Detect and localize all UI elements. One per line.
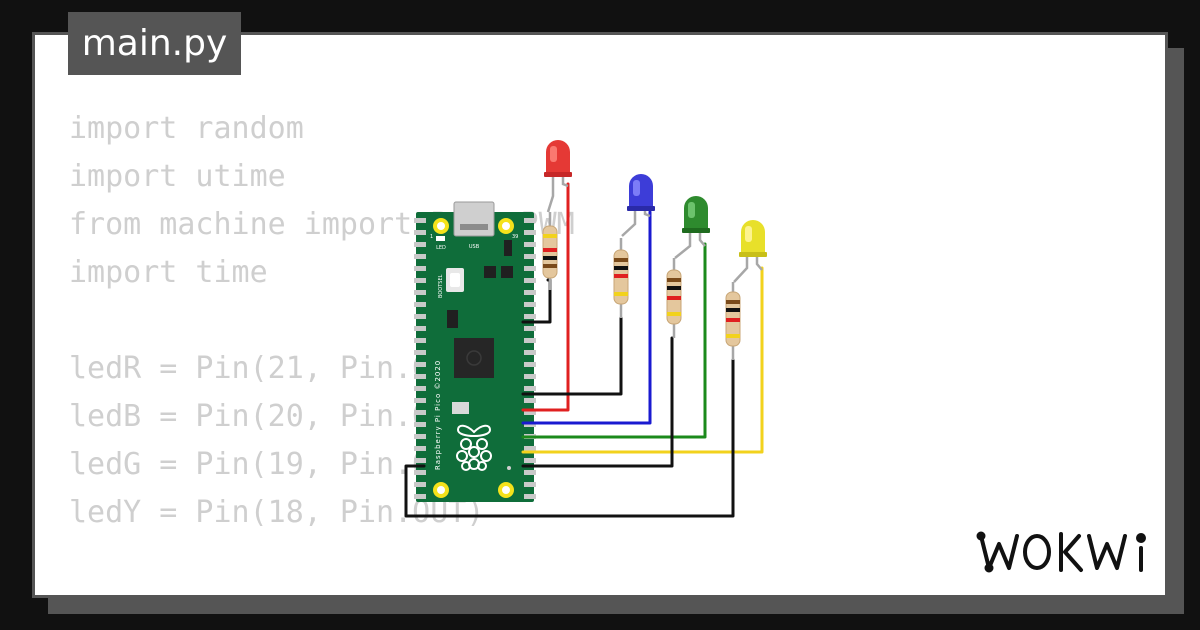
resistor-blue-led bbox=[613, 238, 629, 318]
wire-blue bbox=[521, 210, 652, 425]
raspberry-pi-logo-icon bbox=[456, 424, 492, 471]
chip bbox=[501, 266, 513, 278]
pin-label-1: 1 bbox=[430, 234, 433, 240]
right-pin-header bbox=[524, 218, 536, 499]
onboard-led bbox=[436, 236, 445, 241]
bootsel-label: BOOTSEL bbox=[438, 274, 444, 298]
file-tab-main-py: main.py bbox=[68, 12, 241, 75]
resistor-red-led bbox=[542, 212, 558, 290]
wires bbox=[404, 182, 764, 518]
pico-board: USB LED 1 2 39 BOOTSEL Raspberry Pi Pico… bbox=[414, 201, 536, 502]
wokwi-logo-icon bbox=[976, 531, 1146, 573]
wire-yellow bbox=[521, 266, 764, 454]
wire-black bbox=[521, 336, 674, 468]
chip bbox=[504, 240, 512, 256]
wire-black bbox=[404, 358, 735, 518]
led-red bbox=[544, 140, 572, 177]
left-pin-header bbox=[414, 218, 426, 499]
led-legs bbox=[546, 176, 763, 283]
resistor-yellow-led bbox=[725, 282, 741, 360]
chip bbox=[484, 266, 496, 278]
board-silkscreen: Raspberry Pi Pico ©2020 bbox=[434, 360, 442, 470]
pin-label-2: 2 bbox=[430, 208, 433, 214]
code-line: import random bbox=[69, 111, 304, 146]
code-line: import time bbox=[69, 255, 268, 290]
flash-chip bbox=[452, 402, 469, 414]
wire-red bbox=[521, 182, 570, 412]
chip bbox=[447, 310, 458, 328]
led-label: LED bbox=[436, 245, 446, 251]
code-line: while True: bbox=[69, 585, 575, 595]
code-line: ledY = Pin(18, Pin.OUT) bbox=[69, 495, 485, 530]
rp2040-chip bbox=[454, 338, 494, 378]
code-line: import utime bbox=[69, 159, 286, 194]
resistor-green-led bbox=[666, 258, 682, 338]
led-blue bbox=[627, 174, 655, 211]
usb-connector bbox=[453, 201, 495, 237]
led-yellow bbox=[739, 220, 767, 257]
led-green bbox=[682, 196, 710, 233]
pin-label-39: 39 bbox=[512, 234, 518, 240]
usb-label: USB bbox=[469, 244, 480, 250]
wire-green bbox=[521, 242, 707, 439]
wire-black bbox=[521, 316, 623, 396]
